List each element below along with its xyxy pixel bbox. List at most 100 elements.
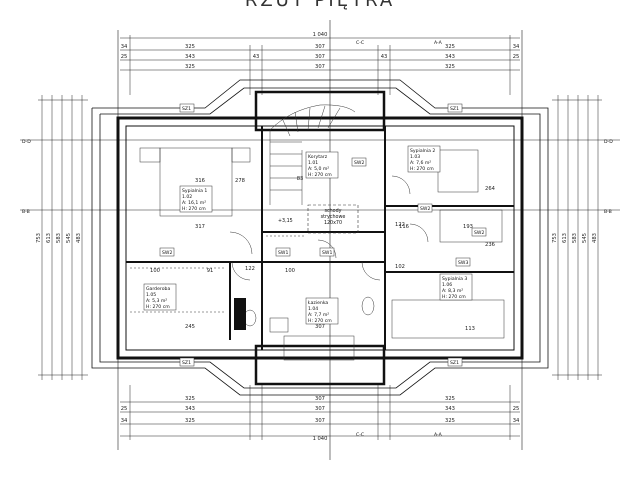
svg-text:1.05: 1.05 [146, 292, 156, 298]
bottom-dimension-lines [120, 385, 520, 440]
svg-text:B-B: B-B [22, 209, 30, 215]
svg-text:1.03: 1.03 [410, 154, 420, 160]
svg-text:A: 5,0 m²: A: 5,0 m² [308, 166, 329, 172]
opening-tags: SZ1 SZ1 SZ1 SZ1 SW1 SW1 SW2 SW2 SW2 SW2 … [159, 103, 487, 367]
svg-text:C-C: C-C [356, 432, 364, 438]
bathtub [283, 335, 355, 361]
svg-text:SW2: SW2 [420, 206, 430, 212]
dim-top-row3-label: 325 [185, 64, 195, 70]
svg-text:A-A: A-A [434, 40, 443, 46]
dim-top-row1-label: 34 [513, 44, 520, 50]
svg-text:A-A: A-A [434, 432, 443, 438]
dim-interior-label: 236 [485, 242, 495, 248]
dim-top-row3-label: 325 [445, 64, 455, 70]
bed-1 [159, 147, 233, 217]
dim-interior-label: 122 [245, 266, 255, 272]
dim-interior-label: 113 [465, 326, 475, 332]
room-label-garderoba: Garderoba 1.05 A: 5,3 m² H: 270 cm [143, 283, 177, 311]
wardrobes [130, 235, 306, 313]
svg-text:Garderoba: Garderoba [146, 286, 170, 292]
dim-interior-label: 307 [315, 324, 325, 330]
svg-text:SW2: SW2 [474, 230, 484, 236]
svg-text:SZ1: SZ1 [450, 106, 459, 112]
svg-text:B-B: B-B [604, 209, 612, 215]
dim-bottom-row1-label: 307 [315, 396, 325, 402]
svg-text:SZ1: SZ1 [450, 360, 459, 366]
dim-interior-label: 122 [395, 222, 405, 228]
svg-text:D-D: D-D [604, 139, 613, 145]
interior-walls [126, 126, 514, 350]
dim-interior-label: 100 [150, 268, 160, 274]
svg-text:H: 270 cm: H: 270 cm [308, 172, 332, 178]
dim-right-label: 483 [592, 233, 598, 243]
dim-interior-label: 264 [485, 186, 496, 192]
svg-text:Łazienka: Łazienka [307, 300, 328, 306]
bed-2 [437, 149, 479, 193]
svg-text:Sypialnia 2: Sypialnia 2 [410, 148, 435, 154]
room-label-sypialnia-1: Sypialnia 1 1.02 A: 16,1 m² H: 270 cm [179, 185, 213, 213]
dim-interior-label: 193 [463, 224, 473, 230]
dim-top-row2-label: 43 [381, 54, 388, 60]
svg-text:120x70: 120x70 [324, 220, 342, 226]
dim-bottom-row3-label: 34 [121, 418, 128, 424]
roof-outline [91, 79, 549, 396]
dim-interior-label: 83 [297, 176, 304, 182]
dim-top-row2-label: 343 [185, 54, 195, 60]
svg-text:SW1: SW1 [322, 250, 332, 256]
svg-text:SW2: SW2 [354, 160, 364, 166]
side-dimension-lines [38, 95, 602, 380]
dim-interior-label: 245 [185, 324, 195, 330]
svg-text:H: 270 cm: H: 270 cm [442, 294, 466, 300]
dim-bottom-row3-label: 34 [513, 418, 520, 424]
dim-bottom-row2-label: 343 [185, 406, 195, 412]
dim-top-row3-label: 307 [315, 64, 325, 70]
chimney [234, 298, 246, 330]
svg-text:A: 7,6 m²: A: 7,6 m² [410, 160, 431, 166]
svg-text:A: 7,7 m²: A: 7,7 m² [308, 312, 329, 318]
dim-top-row2-label: 343 [445, 54, 455, 60]
dim-top-row1-label: 307 [315, 44, 325, 50]
svg-text:H: 270 cm: H: 270 cm [410, 166, 434, 172]
door-swings [229, 175, 429, 281]
dim-top-row2-label: 25 [513, 54, 520, 60]
plan-title: RZUT PIĘTRA [245, 0, 395, 11]
dim-interior-label: 317 [195, 224, 205, 230]
dim-bottom-row1-label: 325 [185, 396, 195, 402]
dim-top-row2-label: 25 [121, 54, 128, 60]
dim-right-label: 545 [582, 233, 588, 243]
dim-right-label: 613 [562, 233, 568, 243]
dim-top-row1-label: 325 [185, 44, 195, 50]
svg-text:Korytarz: Korytarz [308, 154, 328, 160]
bed-3 [439, 209, 503, 243]
dim-bottom-row1-label: 325 [445, 396, 455, 402]
dim-top-row1-label: 325 [445, 44, 455, 50]
svg-text:SW1: SW1 [278, 250, 288, 256]
svg-text:H: 270 cm: H: 270 cm [146, 304, 170, 310]
dim-bottom-total-label: 1 040 [313, 436, 328, 442]
room-label-sypialnia-2: Sypialnia 2 1.03 A: 7,6 m² H: 270 cm [407, 145, 441, 173]
svg-text:schody: schody [325, 208, 342, 214]
dim-top-row2-label: 43 [253, 54, 260, 60]
svg-text:C-C: C-C [356, 40, 364, 46]
dim-bottom-row2-label: 307 [315, 406, 325, 412]
toilet [361, 296, 375, 316]
dim-interior-label: 100 [285, 268, 295, 274]
dim-right-label: 583 [572, 233, 578, 243]
svg-text:SW3: SW3 [458, 260, 468, 266]
svg-text:1.04: 1.04 [308, 306, 318, 312]
svg-text:H: 270 cm: H: 270 cm [308, 318, 332, 324]
dim-bottom-row2-label: 25 [513, 406, 520, 412]
svg-text:1.02: 1.02 [182, 194, 192, 200]
attic-hatch-label: schody strychowe 120x70 [321, 208, 346, 226]
dim-interior-label: 91 [207, 268, 214, 274]
svg-text:A: 8,3 m²: A: 8,3 m² [442, 288, 463, 294]
dim-interior-label: 316 [195, 178, 205, 184]
svg-text:Sypialnia 1: Sypialnia 1 [182, 188, 207, 194]
top-dimension-lines [120, 35, 520, 95]
dim-left-label: 613 [46, 233, 52, 243]
